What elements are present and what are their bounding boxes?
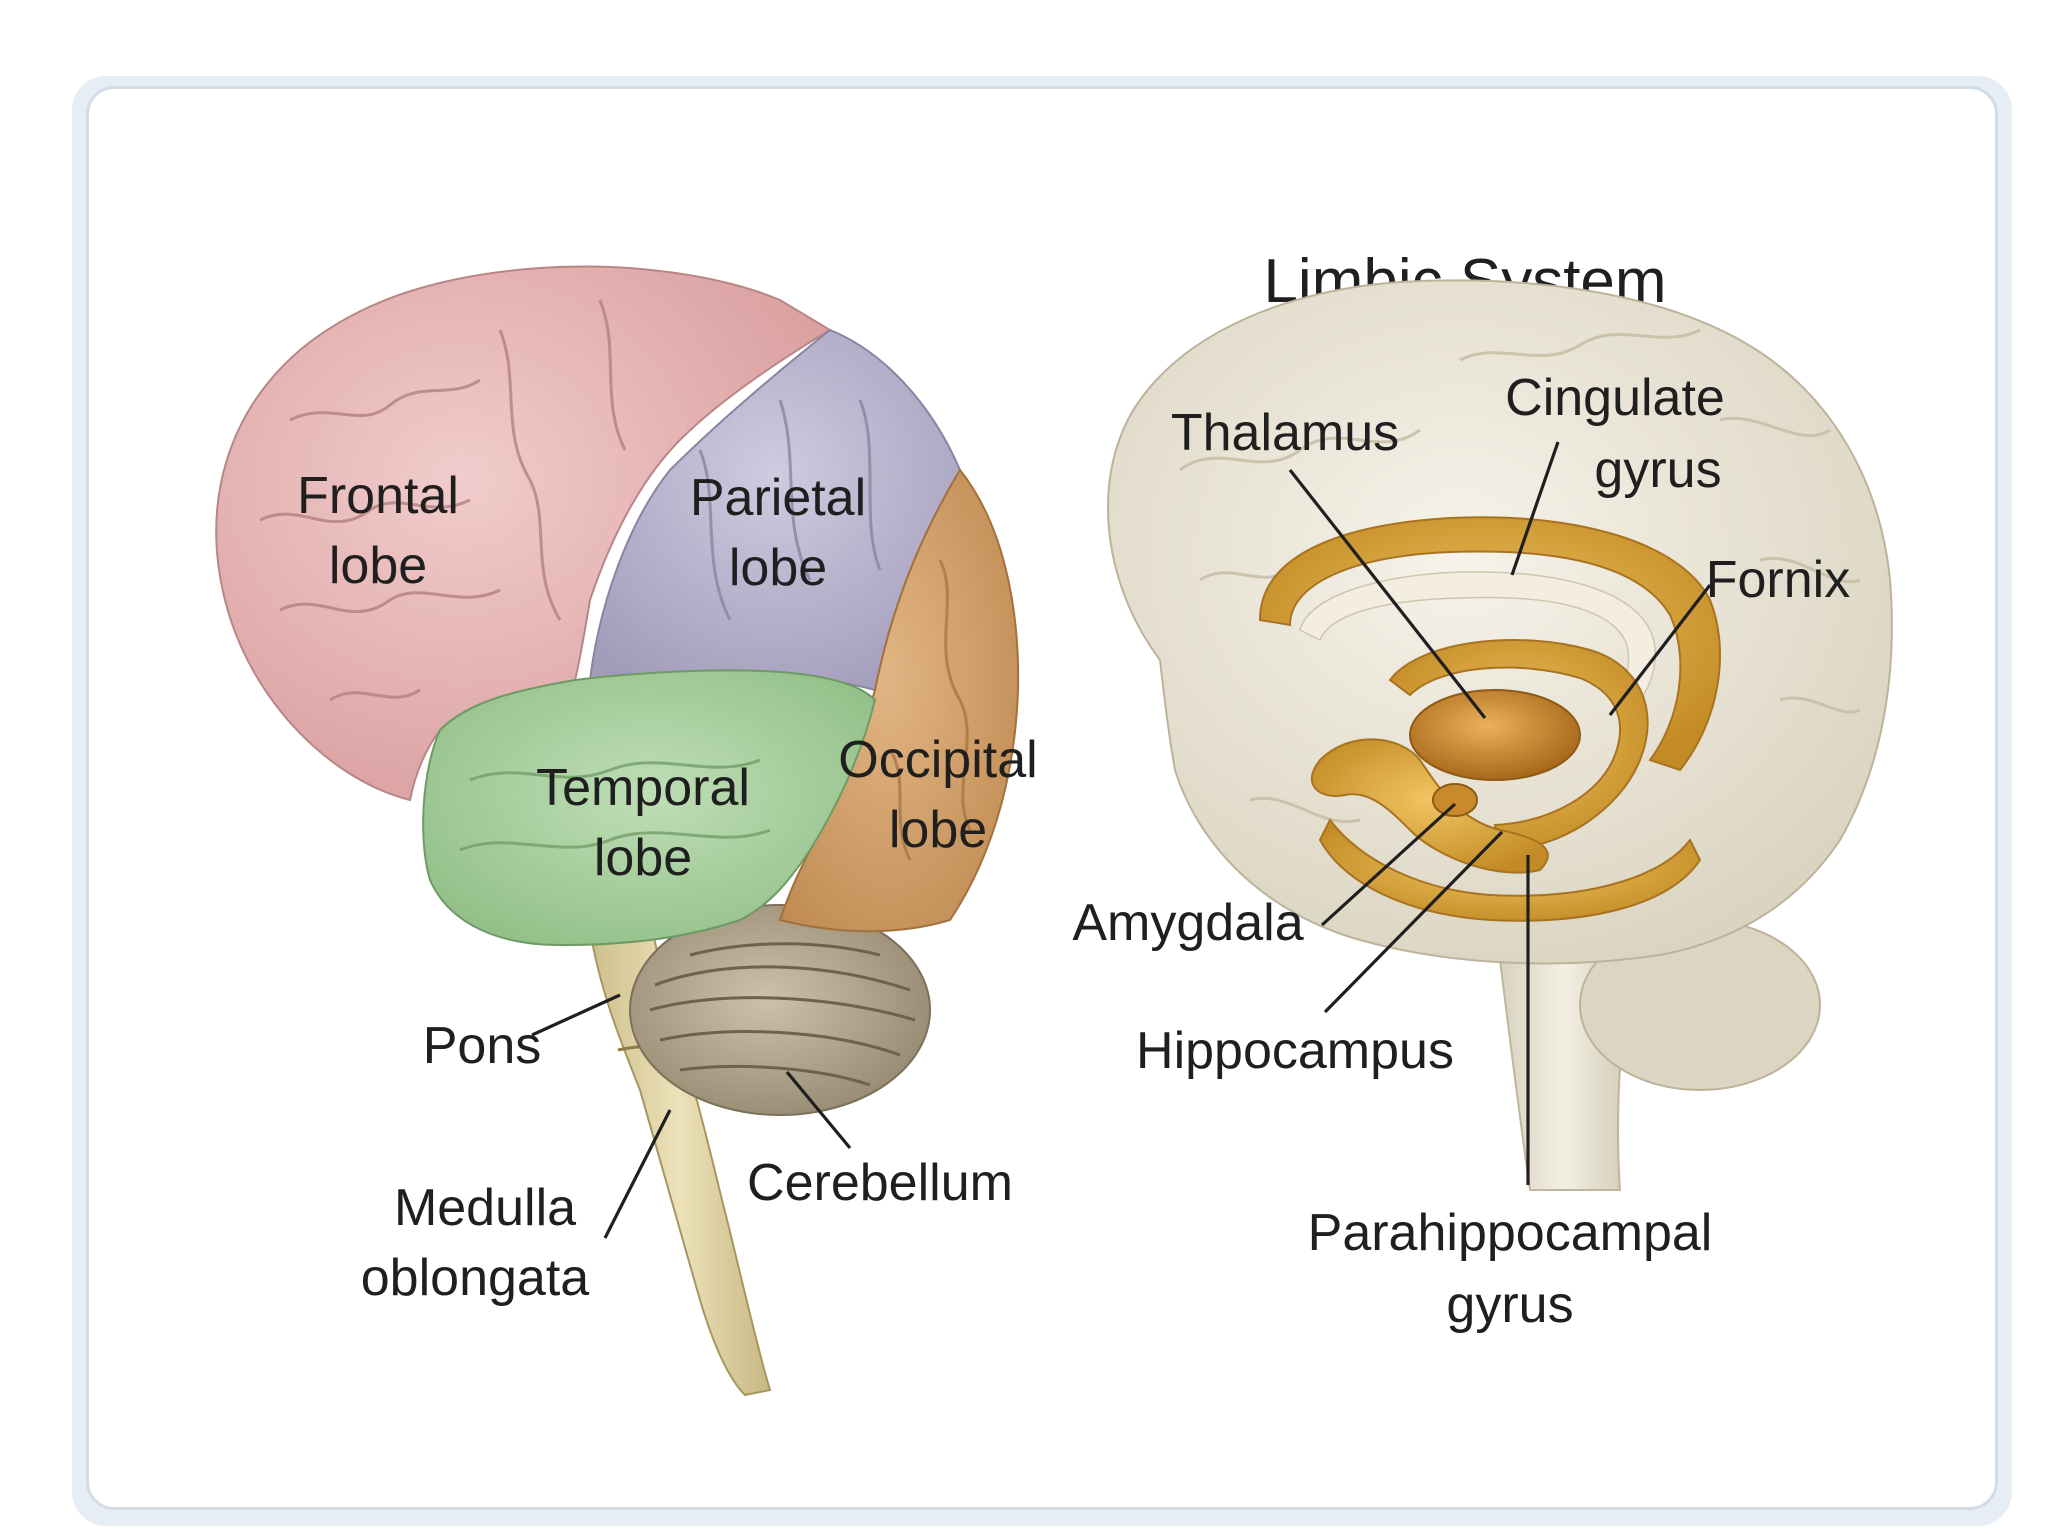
parahippocampal-shape (1318, 818, 1702, 922)
amygdala-shape (1432, 783, 1478, 817)
hippocampus-label: Hippocampus (1136, 1022, 1454, 1080)
occipital-lobe-label-line-1: Occipital (838, 731, 1037, 789)
medulla-label-line-1: Medulla (394, 1179, 576, 1237)
frontal-lobe-label-line-1: Frontal (297, 467, 459, 525)
pons-label: Pons (423, 1017, 542, 1075)
parahippocampal-gyrus-label-line-1: Parahippocampal (1308, 1204, 1713, 1262)
amygdala-label: Amygdala (1072, 894, 1303, 952)
right-brain-diagram: Limbic System Thalamus (1072, 247, 1893, 1334)
cerebellum-label: Cerebellum (747, 1154, 1013, 1212)
temporal-lobe-label-line-1: Temporal (536, 759, 750, 817)
parahippocampal-gyrus-label-line-2: gyrus (1446, 1276, 1573, 1334)
frontal-lobe-label-line-2: lobe (329, 537, 427, 595)
left-brain-diagram: Frontal lobe Parietal lobe Temporal lobe… (215, 265, 1038, 1397)
occipital-lobe-label-line-2: lobe (889, 801, 987, 859)
temporal-lobe-label-line-2: lobe (594, 829, 692, 887)
cingulate-gyrus-shape (1258, 516, 1721, 772)
thalamus-shape (1409, 689, 1581, 781)
pons-leader (531, 993, 621, 1037)
cingulate-gyrus-leader (1510, 441, 1560, 576)
thalamus-leader (1288, 469, 1487, 719)
hippocampus-shape (1310, 738, 1549, 874)
fornix-label: Fornix (1706, 551, 1850, 609)
hippocampus-leader (1323, 830, 1504, 1014)
thalamus-label: Thalamus (1171, 404, 1399, 462)
occipital-lobe (778, 468, 1020, 933)
cingulate-gyrus-label-line-2: gyrus (1594, 441, 1721, 499)
medulla-leader (603, 1109, 672, 1239)
medulla-label-line-2: oblongata (361, 1249, 590, 1307)
cerebellum (629, 904, 931, 1116)
temporal-lobe (422, 669, 877, 947)
cingulate-gyrus-label-line-1: Cingulate (1505, 369, 1725, 427)
amygdala-leader (1320, 802, 1457, 927)
right-brain-outline (1107, 279, 1893, 965)
parietal-lobe-label-line-1: Parietal (690, 469, 866, 527)
fornix-leader (1608, 584, 1712, 716)
cerebellum-leader (785, 1070, 852, 1150)
limbic-structures (1258, 516, 1721, 922)
parietal-lobe-label-line-2: lobe (729, 539, 827, 597)
